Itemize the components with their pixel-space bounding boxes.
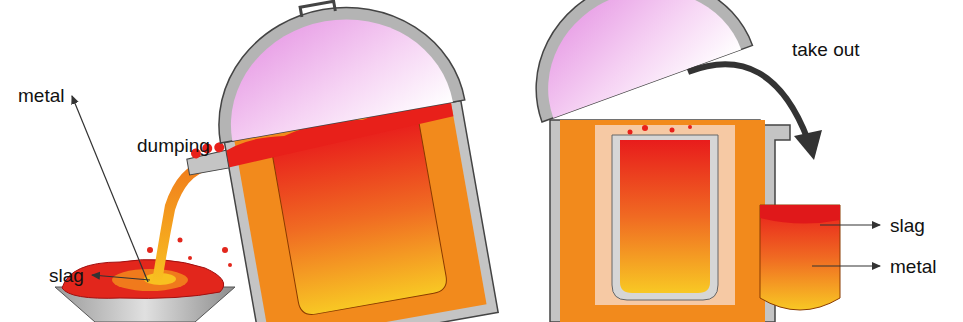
label-text: slag: [890, 216, 925, 235]
label-text: metal: [890, 257, 936, 276]
label-text: metal: [18, 86, 64, 105]
label-text: slag: [49, 266, 84, 285]
label-text: take out: [792, 40, 860, 59]
label-text: dumping: [137, 136, 210, 155]
